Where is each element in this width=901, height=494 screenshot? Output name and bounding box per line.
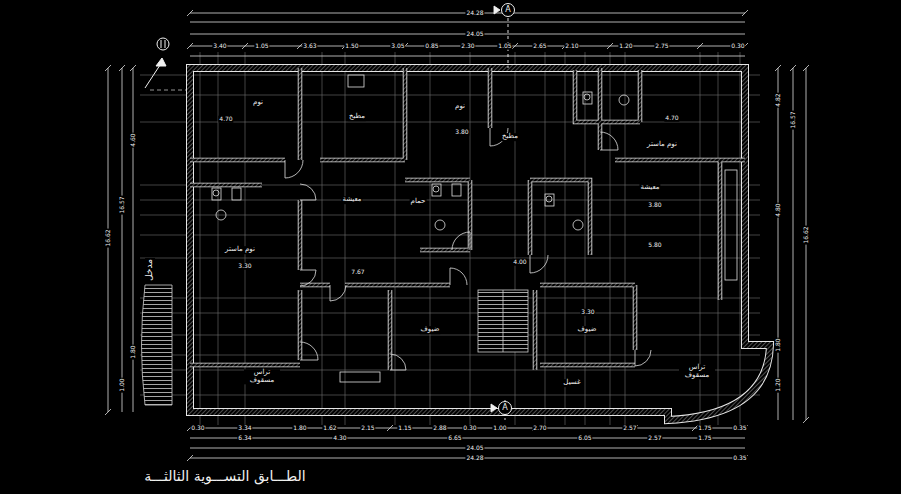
dimension-value: 1.50: [344, 43, 359, 50]
room-name: نوم: [252, 99, 264, 107]
dimension-value: 1.00: [119, 377, 126, 392]
dimension-value: 0.30: [730, 43, 745, 50]
dimension-value: 0.30: [462, 425, 477, 432]
dimension-value: 1.05: [497, 43, 512, 50]
dimension-value: 6.34: [237, 435, 252, 442]
dimension-value: 1.20: [775, 377, 782, 392]
dimension-value: 1.80: [130, 344, 137, 359]
dimension-value: 1.00: [492, 425, 507, 432]
axis-letter: A: [502, 404, 507, 412]
dimension-value: 0.35: [732, 425, 747, 432]
dimension-value: 1.75: [697, 435, 712, 442]
room-name: مدخل: [145, 258, 155, 282]
section-marks: [491, 6, 508, 420]
dimension-value: 3.63: [302, 43, 317, 50]
dimension-value: 7.67: [350, 269, 365, 276]
dimension-value: 16.57: [790, 110, 797, 129]
grid-lines: [140, 52, 760, 425]
room-name: ضيوف: [420, 326, 441, 334]
room-name: غسيل: [562, 379, 581, 387]
dimension-value: 3.05: [390, 43, 405, 50]
dimension-value: 4.70: [664, 115, 679, 122]
walls: [190, 68, 770, 420]
section-bubble: A: [501, 3, 515, 17]
dimension-value: 24.05: [465, 445, 484, 452]
room-name: مطبخ: [348, 113, 366, 121]
dimension-value: 3.34: [237, 425, 252, 432]
dimension-value: 4.30: [332, 435, 347, 442]
dimension-lines: [105, 10, 809, 461]
dimension-value: 4.70: [218, 116, 233, 123]
dimension-value: 4.80: [775, 202, 782, 217]
fixtures: [212, 75, 737, 382]
axis-letter: A: [505, 6, 510, 14]
room-name: تراس مسقوف: [679, 364, 715, 379]
dimension-value: 5.80: [647, 242, 662, 249]
dimension-value: 24.28: [465, 10, 484, 17]
dimension-value: 0.30: [190, 425, 205, 432]
room-name: حمام: [410, 198, 427, 206]
dimension-value: 3.80: [454, 129, 469, 136]
dimension-value: 4.00: [512, 259, 527, 266]
dimension-value: 3.80: [647, 202, 662, 209]
north-arrow: [145, 38, 169, 88]
room-name: نوم ماستر: [224, 246, 256, 254]
room-name: تراس مسقوف: [244, 369, 280, 384]
dimension-value: 6.65: [447, 435, 462, 442]
dimension-value: 4.60: [130, 132, 137, 147]
dimension-value: 1.75: [697, 425, 712, 432]
dimension-value: 2.10: [564, 43, 579, 50]
room-name: ضيوف: [577, 326, 598, 334]
dimension-value: 3.30: [237, 263, 252, 270]
dimension-value: 2.57: [622, 425, 637, 432]
dimension-value: 1.05: [254, 43, 269, 50]
room-name: نوم: [454, 103, 466, 111]
dimension-value: 2.30: [460, 43, 475, 50]
dimension-value: 2.70: [532, 425, 547, 432]
dimension-value: 4.82: [775, 92, 782, 107]
dimension-value: 3.40: [212, 43, 227, 50]
dimension-value: 16.57: [119, 195, 126, 214]
dimension-value: 16.62: [105, 228, 112, 247]
dimension-value: 1.80: [775, 337, 782, 352]
dimension-value: 3.30: [580, 309, 595, 316]
dimension-value: 2.57: [647, 435, 662, 442]
stairs: [142, 285, 529, 405]
dimension-value: 0.35: [732, 455, 747, 462]
room-name: مطبخ: [501, 133, 519, 141]
dimension-value: 24.28: [465, 455, 484, 462]
dimension-value: 24.05: [465, 31, 484, 38]
door-swings: [285, 128, 651, 370]
room-name: معيشة: [341, 196, 362, 204]
dimension-value: 1.62: [322, 425, 337, 432]
dimension-value: 2.75: [654, 43, 669, 50]
room-name: معيشة: [639, 184, 660, 192]
dimension-value: 2.15: [360, 425, 375, 432]
dimension-value: 16.62: [803, 225, 810, 244]
dimension-value: 0.85: [424, 43, 439, 50]
dimension-value: 2.88: [432, 425, 447, 432]
dimension-value: 1.15: [397, 425, 412, 432]
room-name: نوم ماستر: [646, 141, 678, 149]
section-bubble: A: [498, 401, 512, 415]
dimension-value: 2.65: [532, 43, 547, 50]
dimension-value: 1.20: [618, 43, 633, 50]
drawing-caption: الطـــابق التســـوية الثالثـــة: [144, 468, 305, 484]
dashed-line: [150, 90, 190, 91]
dimension-value: 6.05: [577, 435, 592, 442]
dimension-value: 1.80: [292, 425, 307, 432]
